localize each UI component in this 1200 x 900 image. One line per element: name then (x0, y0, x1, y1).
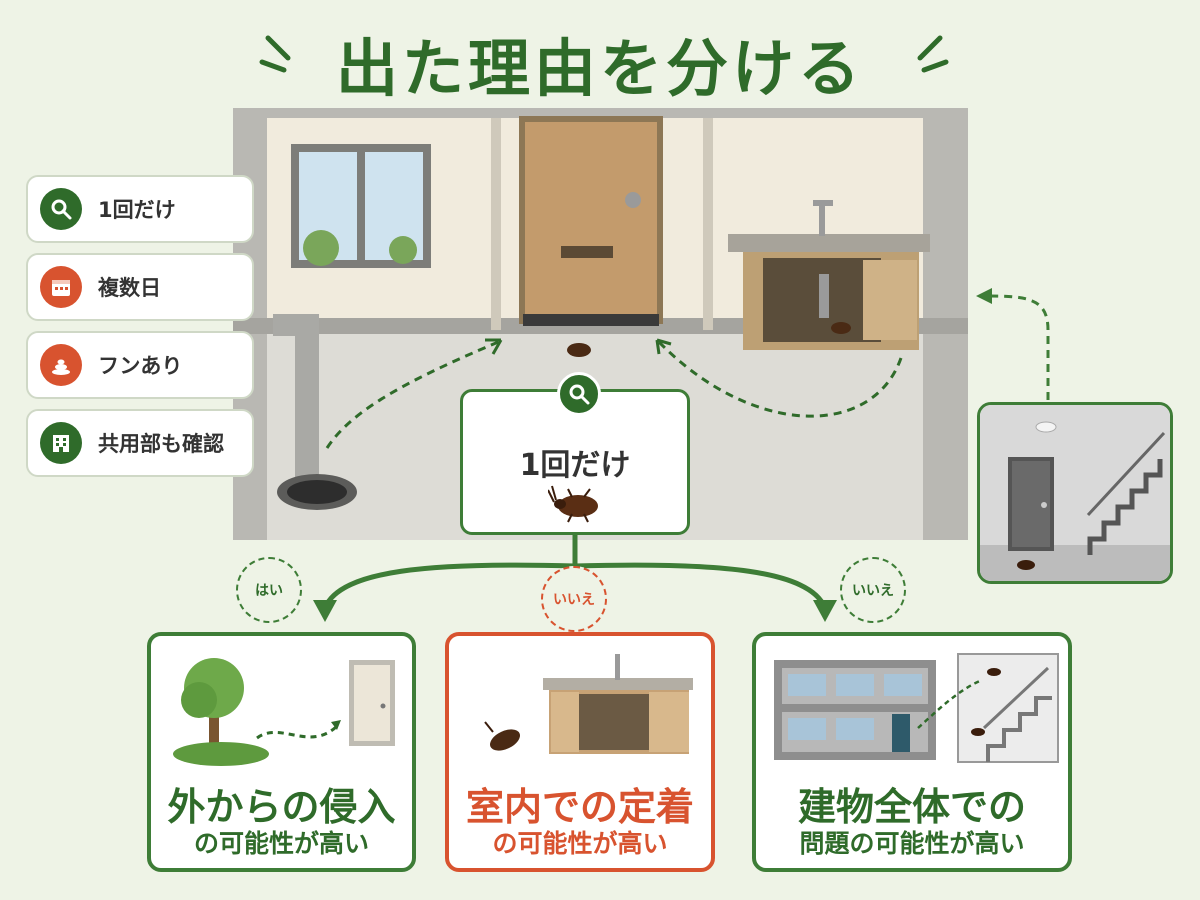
apartment-illustration (774, 653, 1059, 763)
building-icon (40, 422, 82, 464)
window (291, 144, 431, 268)
cockroach-icon (548, 485, 598, 523)
room-illustration (233, 108, 968, 540)
side-tag-label: 複数日 (98, 276, 161, 300)
branch-badge-no-building: いいえ (840, 557, 906, 623)
cabinet-illustration (484, 654, 693, 754)
side-tag-once: 1回だけ (26, 175, 254, 243)
side-tag-common-area: 共用部も確認 (26, 409, 254, 477)
title-right-decoration (917, 35, 949, 73)
side-tag-label: 共用部も確認 (98, 432, 224, 456)
branch-badge-no-indoor: いいえ (541, 566, 607, 632)
kitchen-sink (728, 200, 930, 350)
page-title: 出た理由を分ける (335, 32, 864, 105)
calendar-icon (40, 266, 82, 308)
title-left-decoration (259, 35, 291, 73)
result-heading: 建物全体での (797, 785, 1026, 829)
decision-card: 1回だけ (460, 372, 690, 535)
result-subtext: の可能性が高い (492, 829, 668, 858)
common-area-illustration (977, 402, 1173, 584)
result-heading: 外からの侵入 (167, 785, 396, 829)
bug-sink (831, 322, 851, 334)
search-icon (557, 372, 601, 416)
decision-label: 1回だけ (519, 448, 631, 483)
result-card-building: 建物全体での 問題の可能性が高い (752, 632, 1072, 872)
search-icon (40, 188, 82, 230)
side-tag-multiple-days: 複数日 (26, 253, 254, 321)
result-heading: 室内での定着 (465, 785, 694, 829)
bug-entrance (567, 343, 591, 357)
side-tag-droppings: フンあり (26, 331, 254, 399)
result-card-indoor: 室内での定着 の可能性が高い (445, 632, 715, 872)
result-subtext: 問題の可能性が高い (799, 829, 1025, 858)
result-subtext: の可能性が高い (193, 829, 369, 858)
outdoor-illustration (173, 658, 395, 766)
side-tag-label: フンあり (98, 354, 183, 378)
branch-badge-yes: はい (236, 557, 302, 623)
poop-icon (40, 344, 82, 386)
front-door (519, 116, 663, 326)
result-card-outside: 外からの侵入 の可能性が高い (147, 632, 416, 872)
drain-pipe (273, 314, 357, 510)
side-tag-label: 1回だけ (98, 198, 176, 222)
